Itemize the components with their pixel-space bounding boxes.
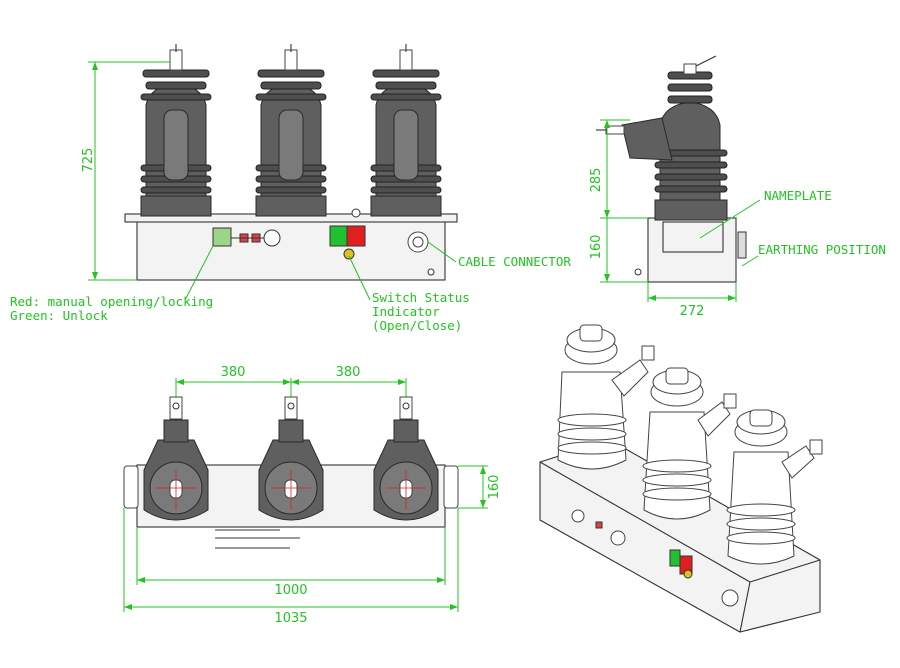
top-view: 380 380 160 1000 1035: [123, 365, 502, 626]
iso-pole-3: [726, 409, 823, 565]
manual-lock-mechanism: [212, 227, 281, 247]
dim-side-285: 285: [589, 168, 604, 193]
dim-side-272: 272: [680, 304, 705, 319]
dim-width-1000: 1000: [274, 583, 307, 598]
dim-spacing-right: 380: [336, 365, 361, 380]
top-pole-3: [373, 396, 439, 521]
dim-top-160: 160: [487, 475, 502, 500]
switch-status-indicator: [329, 225, 366, 260]
label-lock-green: Green: Unlock: [10, 308, 108, 323]
top-pole-1: [143, 396, 209, 521]
dim-side-160: 160: [589, 235, 604, 260]
label-nameplate: NAMEPLATE: [764, 188, 832, 203]
front-pole-3: [370, 44, 442, 217]
front-pole-2: [255, 44, 327, 217]
label-lock-red: Red: manual opening/locking: [10, 294, 213, 309]
label-switch-2: Indicator: [372, 304, 440, 319]
iso-pole-2: [642, 367, 737, 520]
front-view: 725: [81, 44, 458, 301]
dim-height-725: 725: [81, 148, 96, 173]
label-cable-connector: CABLE CONNECTOR: [458, 254, 571, 269]
isometric-view: [539, 324, 823, 633]
label-earthing-position: EARTHING POSITION: [758, 242, 886, 257]
top-pole-2: [258, 396, 324, 521]
front-base-box: [136, 219, 446, 281]
dim-spacing-left: 380: [221, 365, 246, 380]
lifting-eye: [351, 208, 361, 218]
cable-connector-symbol: [407, 231, 429, 253]
label-switch-3: (Open/Close): [372, 318, 462, 333]
earth-bolt: [427, 268, 435, 276]
iso-pole-1: [557, 324, 655, 470]
front-pole-1: [140, 44, 212, 217]
dim-width-1035: 1035: [274, 611, 307, 626]
side-view: 285 160 272: [589, 55, 761, 319]
nameplate-box: [662, 221, 724, 253]
label-switch-1: Switch Status: [372, 290, 470, 305]
